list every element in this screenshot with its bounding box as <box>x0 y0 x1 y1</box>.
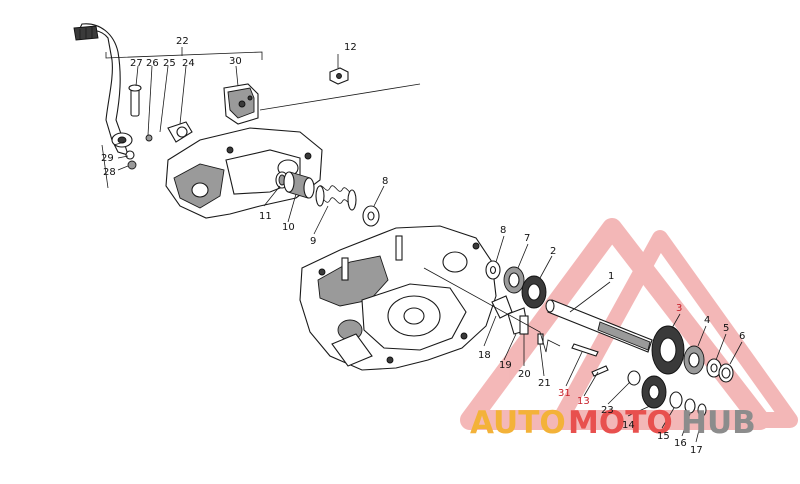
callout-28: 28 <box>103 167 116 178</box>
callout-20: 20 <box>518 369 531 380</box>
callout-13: 13 <box>577 396 590 407</box>
callout-labels: 22 27 26 25 24 30 12 29 28 11 10 9 8 8 7… <box>101 36 745 456</box>
callout-3: 3 <box>676 303 682 314</box>
callout-24: 24 <box>182 58 195 69</box>
callout-8-upper: 8 <box>382 176 388 187</box>
kick-start-shaft <box>545 299 653 353</box>
large-gear <box>651 325 685 375</box>
callout-22: 22 <box>176 36 189 47</box>
callout-27: 27 <box>130 58 143 69</box>
circlip-part <box>718 363 734 383</box>
callout-7: 7 <box>524 233 530 244</box>
callout-14: 14 <box>622 420 635 431</box>
callout-2: 2 <box>550 246 556 257</box>
small-washers <box>125 134 153 170</box>
callout-5: 5 <box>723 323 729 334</box>
callout-16: 16 <box>674 438 687 449</box>
cam-block-part <box>223 83 259 125</box>
nut-part <box>329 67 349 85</box>
callout-12: 12 <box>344 42 357 53</box>
callout-25: 25 <box>163 58 176 69</box>
callout-29: 29 <box>101 153 114 164</box>
needle-bearing <box>283 171 315 199</box>
engine-cover <box>165 127 323 219</box>
watermark-hub: HUB <box>681 405 756 441</box>
callout-9: 9 <box>310 236 316 247</box>
callout-21: 21 <box>538 378 551 389</box>
callout-23: 23 <box>601 405 614 416</box>
callout-18: 18 <box>478 350 491 361</box>
callout-11: 11 <box>259 211 272 222</box>
callout-4: 4 <box>704 315 710 326</box>
crankcase <box>299 225 497 371</box>
pawl-plates <box>491 295 529 335</box>
spring-part <box>315 185 357 211</box>
ratchet-gear <box>503 266 525 294</box>
washer-part <box>362 205 380 227</box>
callout-10: 10 <box>282 222 295 233</box>
bearing-part <box>683 345 705 375</box>
kick-start-lever <box>73 23 133 156</box>
lever-clamp <box>167 121 193 143</box>
drive-gear <box>521 275 547 309</box>
callout-19: 19 <box>499 360 512 371</box>
washer-part-upper <box>485 260 501 280</box>
idler-washers <box>669 391 707 417</box>
callout-6: 6 <box>739 331 745 342</box>
watermark-moto: MOTO <box>568 405 673 441</box>
callout-30: 30 <box>229 56 242 67</box>
screws <box>571 343 641 386</box>
callout-15: 15 <box>657 431 670 442</box>
idler-gear <box>641 375 667 409</box>
leader-lines <box>117 54 743 443</box>
callout-1: 1 <box>608 271 614 282</box>
watermark-text: AUTO MOTO HUB <box>470 405 756 441</box>
callout-8-lower: 8 <box>500 225 506 236</box>
callout-26: 26 <box>146 58 159 69</box>
callout-17: 17 <box>690 445 703 456</box>
group-bracket-22 <box>101 47 263 189</box>
watermark-auto: AUTO <box>470 405 566 441</box>
callout-31: 31 <box>558 388 571 399</box>
pin-part <box>128 84 142 117</box>
